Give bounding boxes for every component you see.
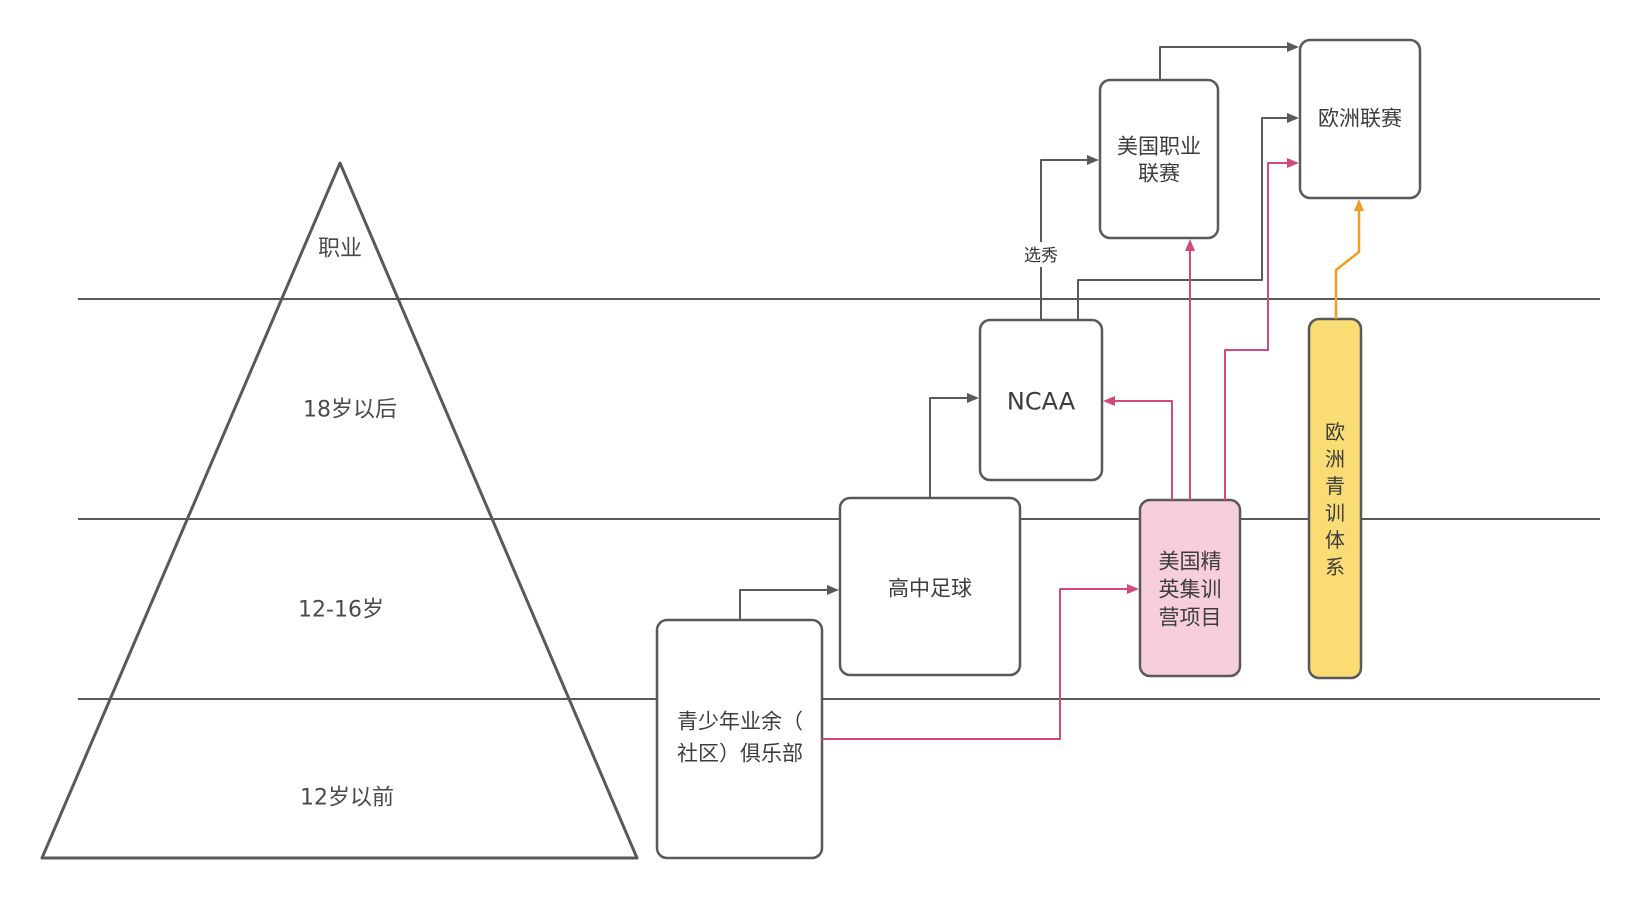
euro-youth-system-char6: 系 [1325, 555, 1345, 579]
tier-label-before-12: 12岁以前 [300, 786, 394, 811]
edge-high-school-to-ncaa [929, 393, 979, 498]
youth-club-label-line1: 青少年业余（ [677, 709, 803, 733]
euro-league-label: 欧洲联赛 [1318, 106, 1402, 130]
ncaa-label: NCAA [1007, 387, 1076, 415]
edge-youth-club-to-high-school [739, 585, 839, 620]
us-elite-camp-label-line2: 英集训 [1159, 577, 1222, 601]
euro-youth-system-char5: 体 [1325, 528, 1345, 552]
us-elite-camp-label-line1: 美国精 [1159, 549, 1222, 573]
youth-club-label-line2: 社区）俱乐部 [677, 741, 803, 765]
euro-youth-system-char3: 青 [1325, 474, 1345, 498]
draft-edge-label: 选秀 [1024, 246, 1058, 266]
edge-us-pro-league-to-euro-league [1159, 42, 1299, 80]
us-elite-camp-label-line3: 营项目 [1159, 605, 1222, 629]
pyramid-triangle [40, 161, 639, 860]
tier-label-12-16: 12-16岁 [298, 598, 384, 623]
edge-ncaa-to-euro-league [1077, 113, 1299, 320]
node-euro-league [1298, 38, 1422, 200]
high-school-label: 高中足球 [888, 576, 972, 600]
node-youth-club [655, 618, 824, 860]
edge-ncaa-to-us-pro-league [1040, 155, 1099, 320]
edge-euro-youth-system-to-euro-league [1334, 199, 1364, 319]
us-pro-league-label-line2: 联赛 [1138, 161, 1180, 185]
edge-youth-club-to-elite-camp [822, 584, 1139, 740]
us-pro-league-label-line1: 美国职业 [1117, 134, 1201, 158]
tier-label-after-18: 18岁以后 [303, 398, 397, 423]
node-euro-youth-system [1307, 317, 1363, 680]
tier-label-professional: 职业 [318, 237, 362, 262]
draft-label-background [1019, 242, 1063, 267]
edge-elite-camp-to-ncaa [1103, 396, 1173, 500]
euro-youth-system-char2: 洲 [1325, 447, 1345, 471]
euro-youth-system-char1: 欧 [1325, 420, 1345, 444]
euro-youth-system-char4: 训 [1325, 501, 1345, 525]
node-us-pro-league [1098, 78, 1220, 240]
edge-elite-camp-to-euro-league [1224, 158, 1299, 500]
